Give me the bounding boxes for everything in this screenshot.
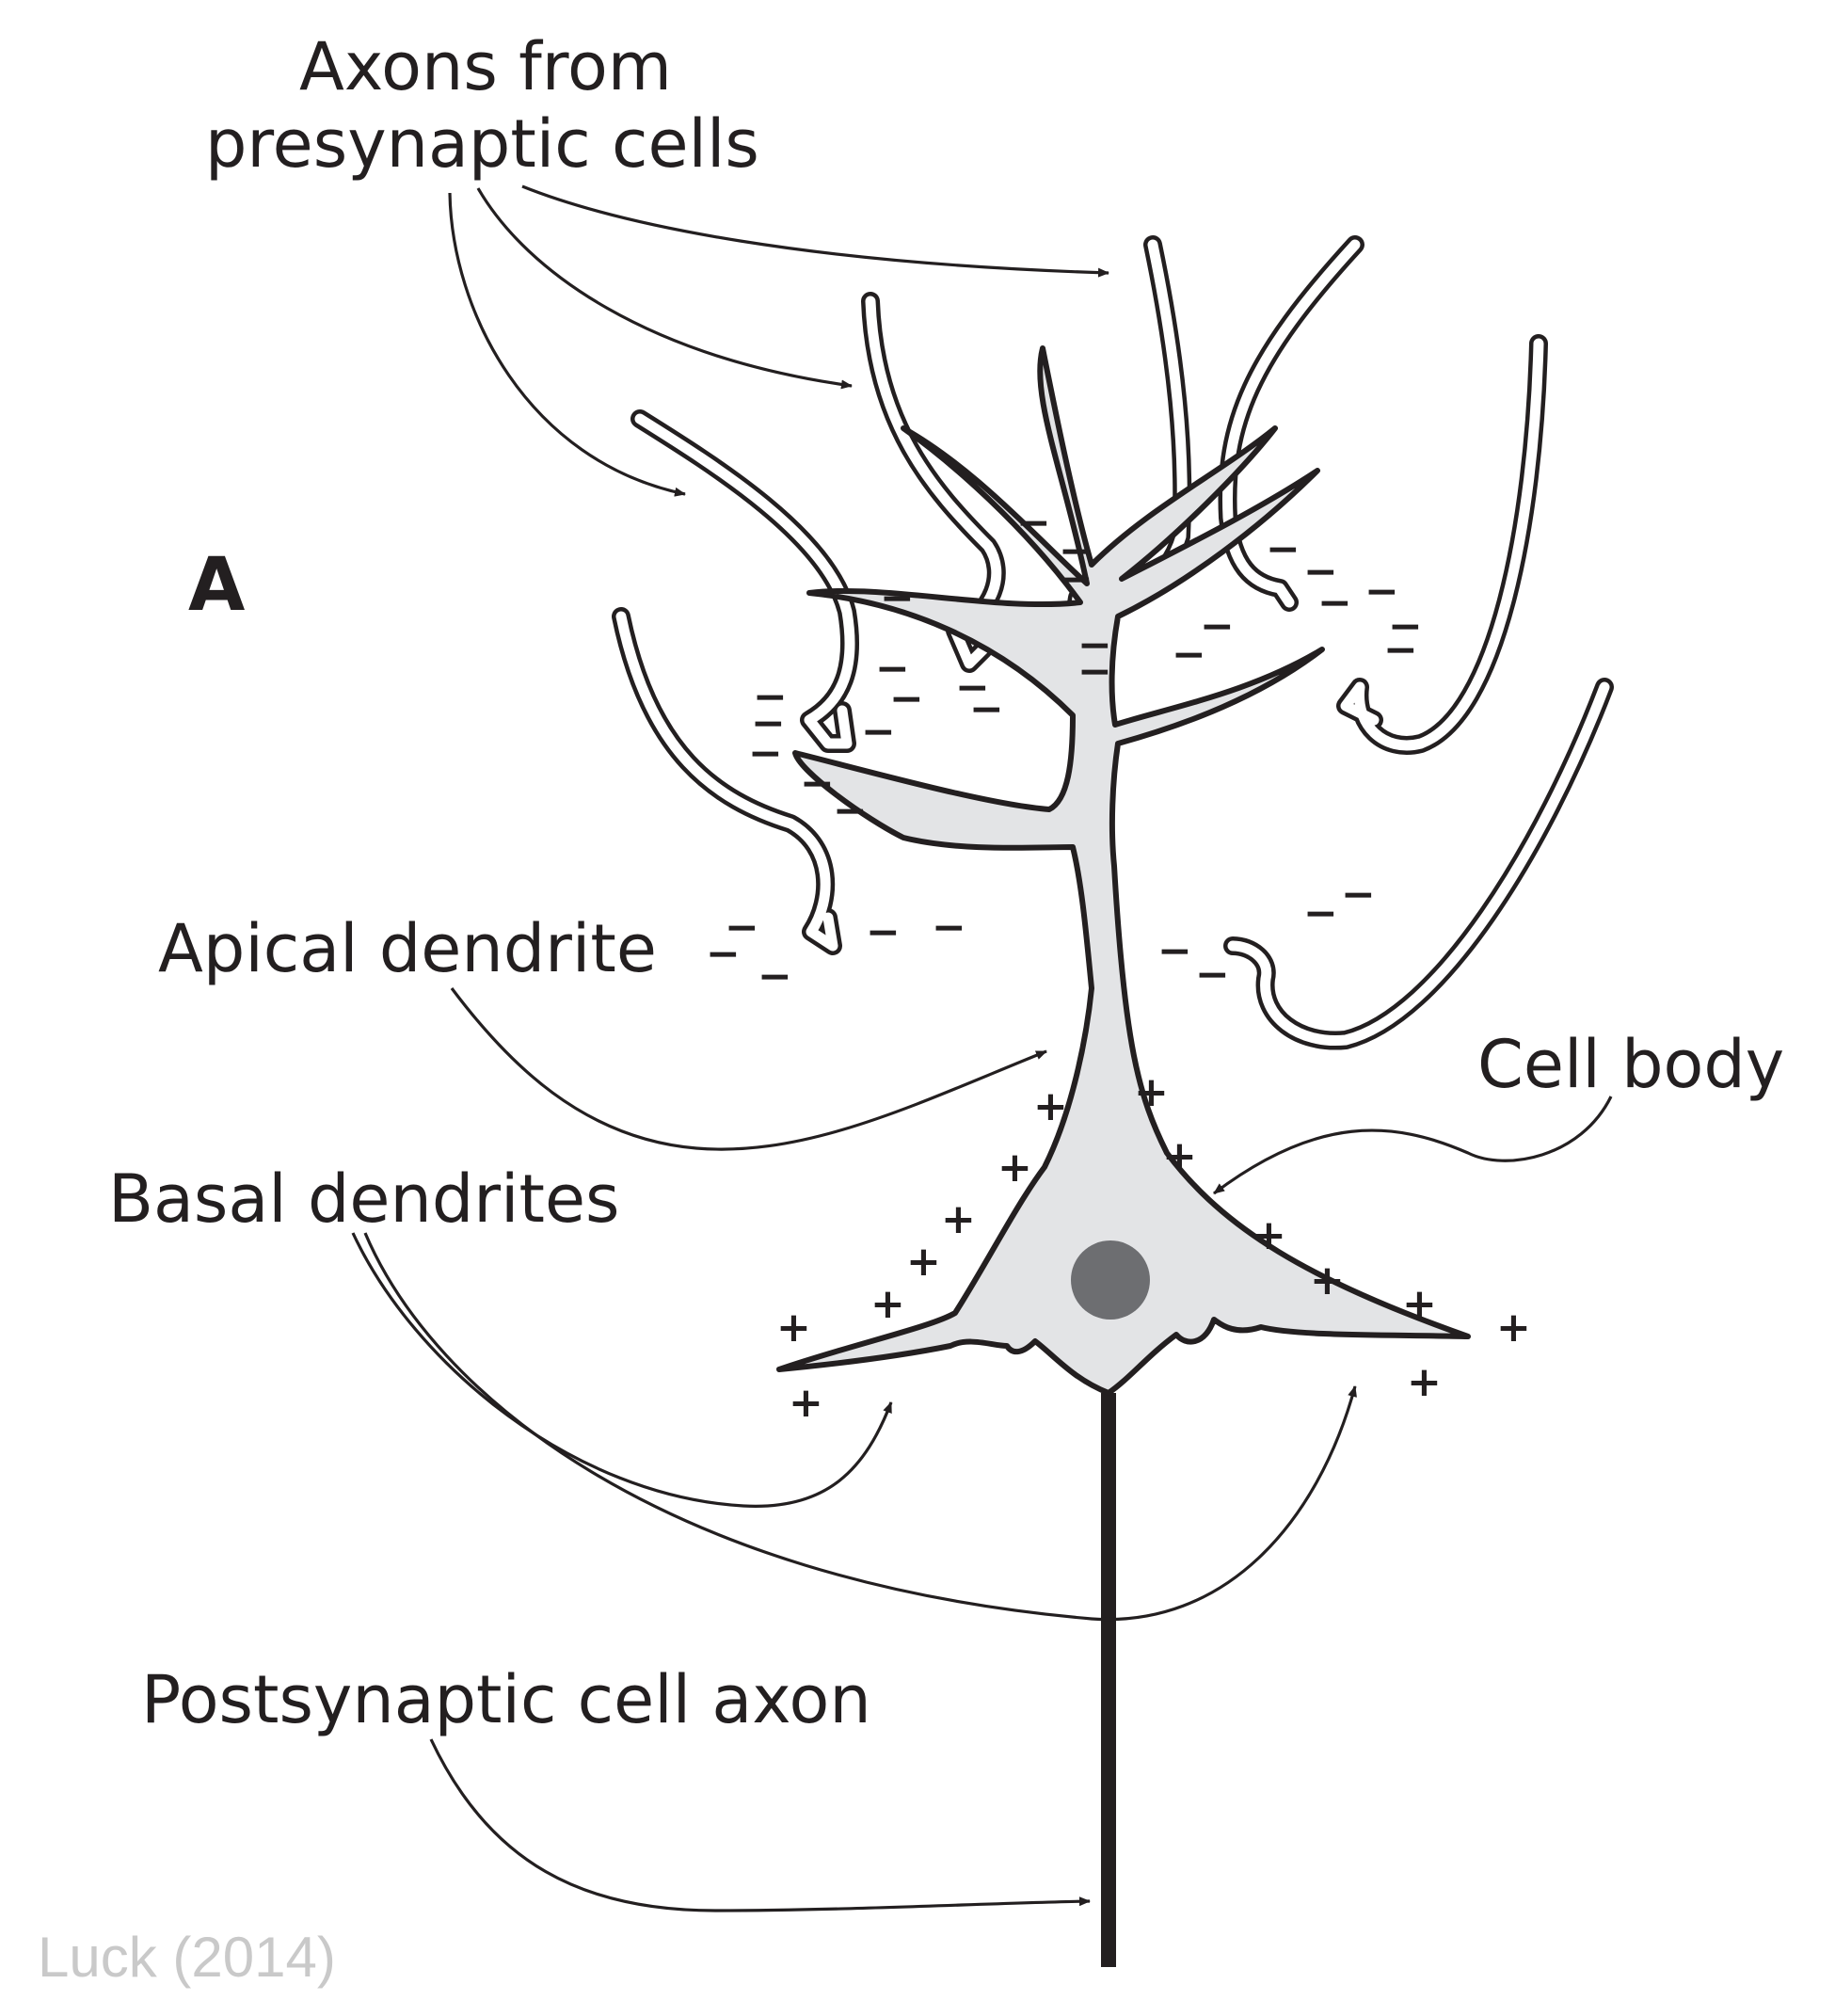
arrow-axons-right [521,184,1109,278]
charge-negative: − [1077,621,1112,669]
charge-negative: − [1016,499,1051,547]
charge-negative: − [932,904,966,952]
charge-negative: − [800,760,835,808]
charge-negative: − [758,952,792,1000]
charge-positive: + [997,1144,1032,1192]
charge-negative: − [748,729,783,777]
nucleus [1071,1240,1150,1320]
arrow-postsynaptic-axon [429,1738,1091,1912]
charge-negative: − [1341,871,1376,919]
charge-negative: − [753,673,788,721]
label-postsynaptic-cell-axon: Postsynaptic cell axon [141,1661,871,1738]
arrow-basal-dendrite-left [351,1232,893,1508]
charge-negative: − [1303,548,1338,596]
charge-positive: + [1310,1256,1345,1304]
presynaptic-axon [1336,334,1548,755]
charge-positive: + [1402,1280,1437,1328]
charge-negative: − [1383,626,1418,674]
charge-positive: + [789,1379,823,1427]
charge-negative: − [1195,951,1230,999]
label-presynaptic-cells: presynaptic cells [205,105,759,183]
label-axons-from: Axons from [299,28,672,105]
postsynaptic-neuron [776,345,1471,1967]
arrow-basal-dendrite-right [363,1232,1357,1622]
presynaptic-axon [630,409,859,753]
charge-negative: − [955,664,990,712]
arrow-apical-dendrite [450,987,1047,1151]
label-apical-dendrite: Apical dendrite [158,910,657,987]
arrow-cell-body [1213,1096,1613,1195]
charge-negative: − [1200,602,1235,650]
charge-positive: + [776,1304,811,1352]
charge-negative: − [1157,927,1192,975]
charge-negative: − [1077,648,1112,696]
charge-negative: − [1317,579,1352,627]
charge-negative: − [1303,889,1338,937]
charge-negative: − [751,699,786,747]
charge-negative: − [725,904,759,952]
charge-negative: − [866,908,901,956]
charge-negative: − [1364,568,1399,616]
charge-negative: − [1059,555,1093,603]
charge-negative: − [861,708,896,756]
cell-body [776,345,1471,1396]
charge-negative: − [1172,631,1206,679]
label-cell-body: Cell body [1477,1026,1784,1103]
charge-negative: − [706,930,741,978]
arrow-axons-middle [476,187,853,390]
charge-positive: + [941,1195,976,1243]
panel-letter: A [188,543,245,628]
charge-positive: + [1407,1358,1442,1406]
charge-positive: + [906,1238,941,1286]
charge-positive: + [870,1280,905,1328]
charge-negative: − [1266,525,1300,573]
charge-positive: + [1496,1304,1531,1352]
positive-charges: + + + + + + + + + + + + + + [776,1068,1531,1427]
charge-positive: + [1162,1132,1197,1180]
presynaptic-axons [612,235,1614,1050]
leader-lines [351,184,1613,1912]
charge-positive: + [1252,1211,1286,1259]
charge-positive: + [1033,1082,1068,1130]
charge-negative: − [880,574,915,622]
presynaptic-axon [1223,678,1614,1050]
charge-positive: + [1134,1068,1169,1116]
arrow-axons-left [448,192,686,497]
label-basal-dendrites: Basal dendrites [108,1160,620,1238]
charge-negative: − [1388,602,1423,650]
charge-negative: − [889,675,924,723]
credit-text: Luck (2014) [38,1926,336,1989]
charge-negative: − [1059,527,1093,575]
charge-negative: − [969,685,1004,733]
charge-negative: − [875,645,910,693]
presynaptic-axon [612,607,842,955]
charge-negative: − [833,787,868,835]
negative-charges: − − − − − − − − − − − − − − − − − − − − … [706,499,1423,1000]
